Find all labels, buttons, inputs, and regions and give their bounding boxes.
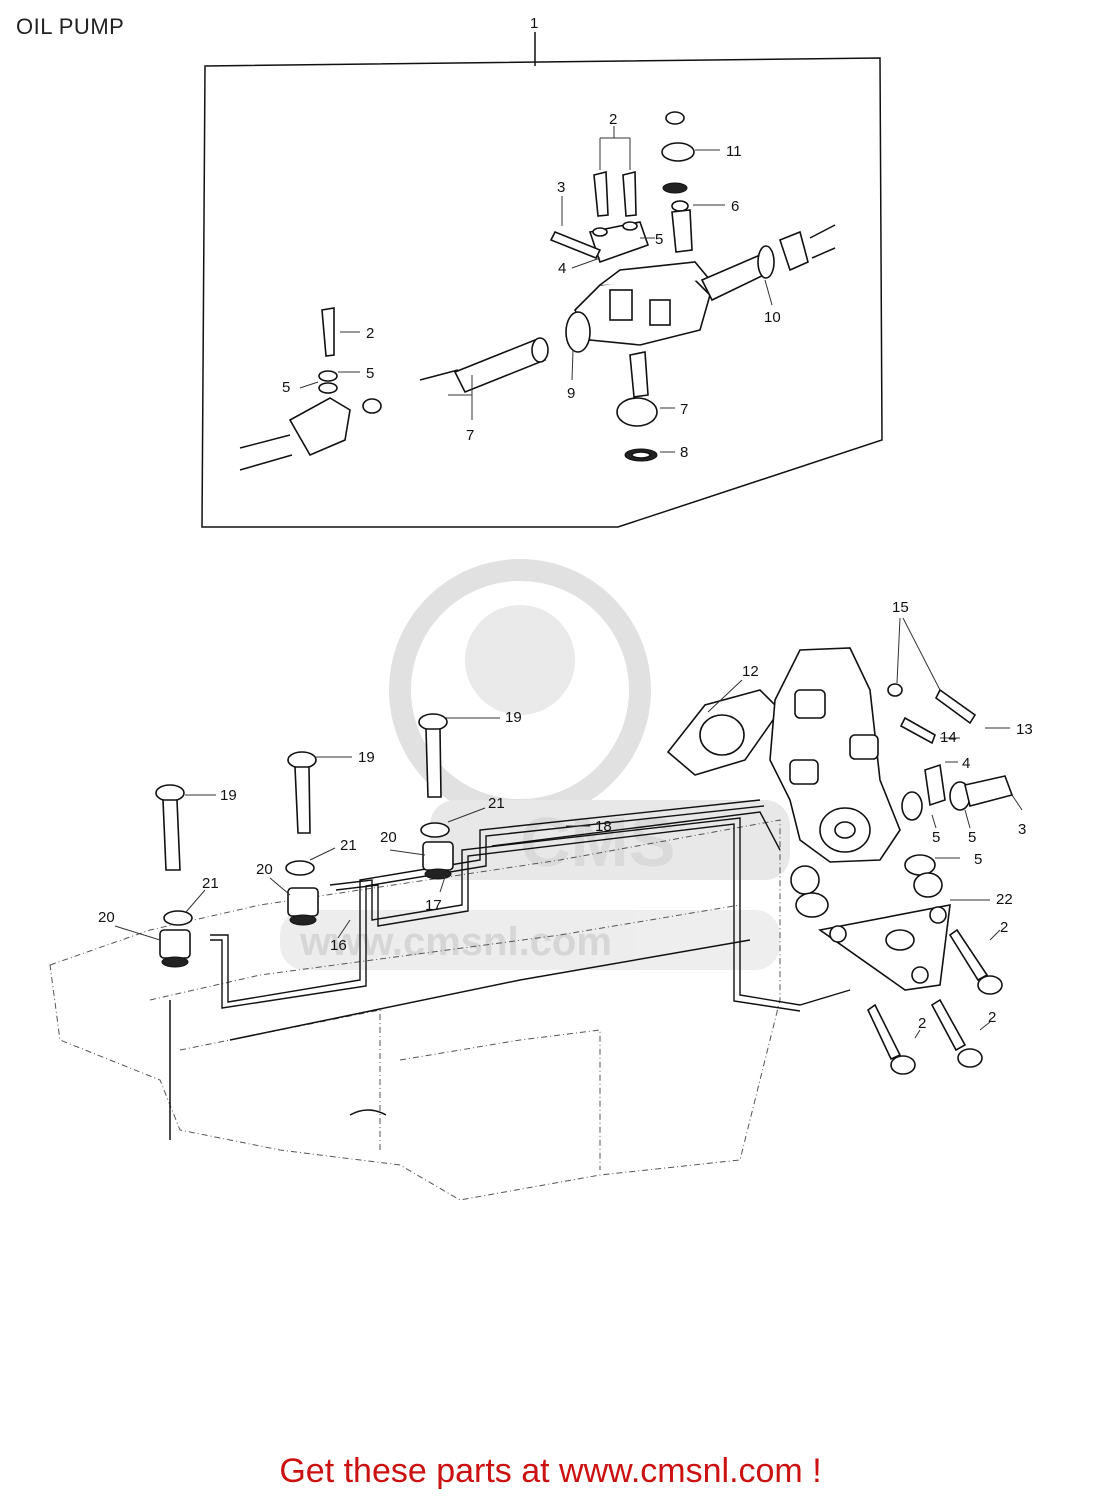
callout-2: 2 bbox=[1000, 919, 1008, 936]
callout-11: 11 bbox=[726, 143, 742, 160]
callout-14: 14 bbox=[940, 729, 957, 746]
callout-5: 5 bbox=[932, 829, 940, 846]
page-title: OIL PUMP bbox=[16, 14, 125, 39]
callout-19: 19 bbox=[505, 709, 522, 726]
callout-5: 5 bbox=[282, 379, 290, 396]
callout-2: 2 bbox=[609, 111, 617, 128]
callout-5: 5 bbox=[974, 851, 982, 868]
leader-lines-upper bbox=[299, 126, 773, 453]
svg-text:CMS: CMS bbox=[520, 803, 676, 881]
callout-20: 20 bbox=[256, 861, 273, 878]
banjo-fittings bbox=[155, 713, 454, 968]
oil-pipes bbox=[210, 799, 851, 1012]
callout-22: 22 bbox=[996, 891, 1013, 908]
callout-12: 12 bbox=[742, 663, 759, 680]
callout-3: 3 bbox=[1018, 821, 1026, 838]
callout-18: 18 bbox=[595, 818, 612, 835]
callout-9: 9 bbox=[567, 385, 575, 402]
watermark-text: www.cmsnl.com bbox=[299, 920, 612, 964]
callout-21: 21 bbox=[488, 795, 505, 812]
callout-3: 3 bbox=[557, 179, 565, 196]
engine-crankcase bbox=[49, 819, 781, 1201]
callout-19: 19 bbox=[220, 787, 237, 804]
watermark-logo: CMS www.cmsnl.com bbox=[280, 559, 790, 970]
leader-lines-lower bbox=[114, 617, 1023, 1039]
pump-assembly-installed bbox=[666, 647, 1014, 1075]
callout-5: 5 bbox=[366, 365, 374, 382]
callout-4: 4 bbox=[962, 755, 970, 772]
oil-pump-exploded-parts bbox=[239, 111, 836, 471]
parts-diagram: CMS www.cmsnl.com bbox=[49, 15, 1033, 1201]
callout-2: 2 bbox=[366, 325, 374, 342]
callout-2: 2 bbox=[918, 1015, 926, 1032]
callout-21: 21 bbox=[202, 875, 219, 892]
callout-5: 5 bbox=[968, 829, 976, 846]
callout-6: 6 bbox=[731, 198, 739, 215]
callout-7: 7 bbox=[466, 427, 474, 444]
callout-20: 20 bbox=[380, 829, 397, 846]
callout-19: 19 bbox=[358, 749, 375, 766]
callout-10: 10 bbox=[764, 309, 781, 326]
callout-20: 20 bbox=[98, 909, 115, 926]
callout-2: 2 bbox=[988, 1009, 996, 1026]
footer-shop-link[interactable]: Get these parts at www.cmsnl.com ! bbox=[279, 1452, 822, 1490]
callout-1: 1 bbox=[530, 15, 538, 32]
callout-5: 5 bbox=[655, 231, 663, 248]
callout-7: 7 bbox=[680, 401, 688, 418]
pump-detail-frame bbox=[201, 32, 883, 528]
callout-16: 16 bbox=[330, 937, 347, 954]
callout-21: 21 bbox=[340, 837, 357, 854]
callout-4: 4 bbox=[558, 260, 566, 277]
callout-8: 8 bbox=[680, 444, 688, 461]
callout-13: 13 bbox=[1016, 721, 1033, 738]
callout-15: 15 bbox=[892, 599, 909, 616]
callout-17: 17 bbox=[425, 897, 442, 914]
callout-labels: 1 2 11 3 6 5 4 10 2 5 5 9 7 7 8 15 12 13… bbox=[98, 15, 1033, 1032]
